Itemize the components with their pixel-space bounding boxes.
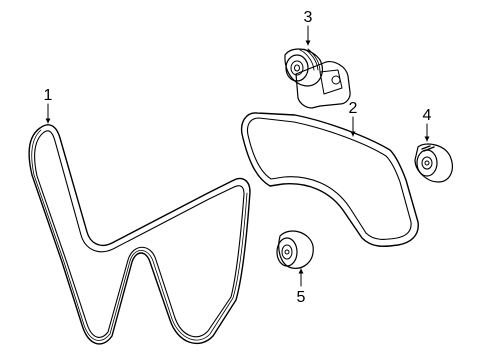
belt-2-inner-edge [246,117,412,240]
tensioner-pulley-grooves [299,48,321,73]
idler-5-bore [284,249,290,255]
serpentine-belt-large [28,124,251,345]
idler-4-shield-lip [421,145,435,152]
idler-5-body [278,230,314,269]
belt-1-inner-edge [34,130,245,338]
idler-4-body [414,143,453,183]
callout-numbers: 1 2 3 4 5 [44,9,432,306]
idler-4-hub [421,156,433,170]
belt-2-outer-edge [240,112,419,248]
callout-leaders [45,25,430,287]
tensioner-bracket [295,61,351,109]
idler-5-face [276,237,298,267]
tensioner-pulley-rim [284,48,323,87]
tensioner-pulley-bore [294,64,300,72]
tensioner-pulley-hub [290,60,304,76]
callout-1: 1 [44,87,53,104]
tensioner-pulley-face [285,54,309,82]
idler-5-hub [281,244,293,260]
belt-1-outer-edge [28,124,251,345]
callout-2: 2 [349,100,358,117]
belt-1-rib-line [31,129,248,341]
belt-tensioner [284,48,351,109]
callout-4: 4 [423,107,432,124]
tensioner-bolt-hole [331,75,341,85]
idler-pulley-upper [414,143,453,183]
callout-5: 5 [297,289,306,306]
tensioner-bracket-web [319,69,343,95]
serpentine-belt-small [240,112,419,248]
callout-3: 3 [304,9,313,26]
idler-pulley-lower [276,230,314,269]
idler-4-bore [424,160,430,166]
idler-4-face [416,149,438,177]
